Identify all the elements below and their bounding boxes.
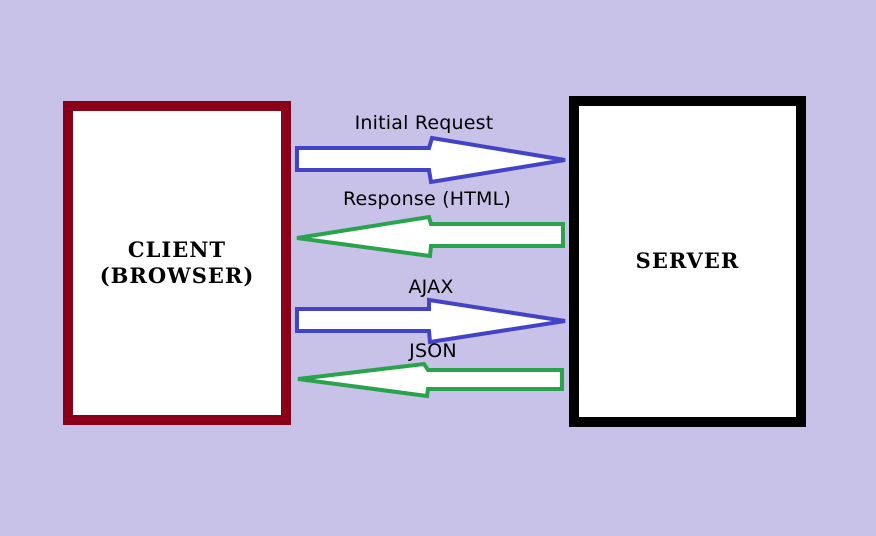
arrow-initial-request-right (295, 135, 566, 185)
client-label-line1: CLIENT (127, 236, 227, 262)
arrow-ajax-right (295, 297, 566, 345)
arrow-response-html-left (296, 214, 565, 259)
server-box: SERVER (569, 96, 806, 427)
label-response-html: Response (HTML) (343, 188, 511, 210)
client-label-line2: (BROWSER) (99, 263, 255, 288)
client-box: CLIENT (BROWSER) (63, 101, 291, 425)
client-label: CLIENT (BROWSER) (100, 237, 255, 290)
server-label: SERVER (635, 248, 740, 274)
arrow-json-left (297, 361, 564, 399)
label-initial-request: Initial Request (354, 112, 494, 134)
label-ajax: AJAX (408, 276, 454, 298)
label-json: JSON (409, 340, 457, 362)
